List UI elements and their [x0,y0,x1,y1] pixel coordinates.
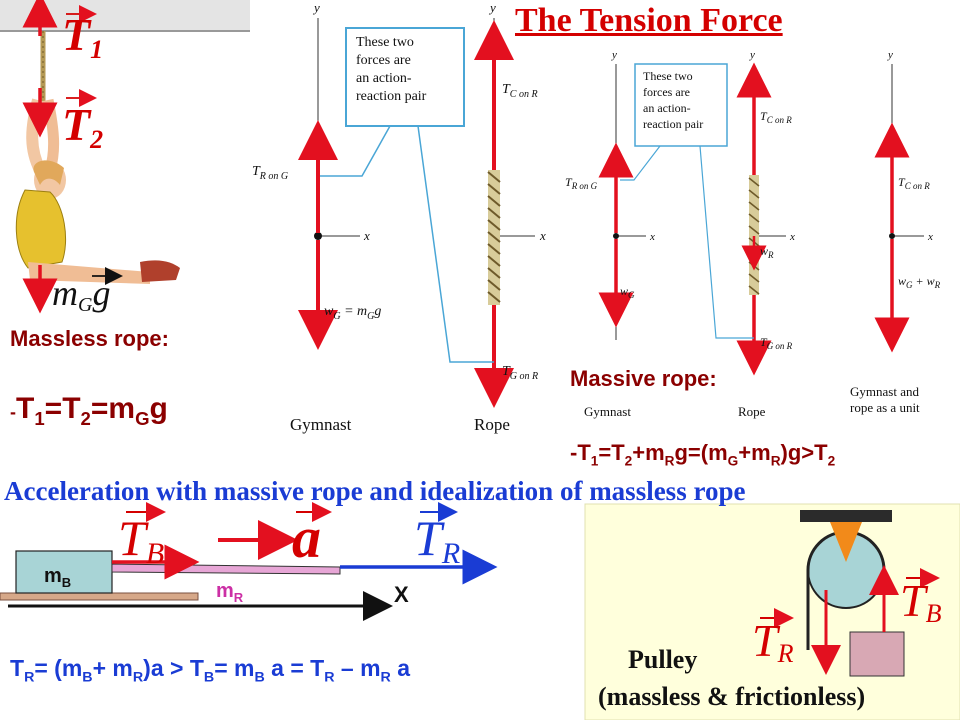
t1-label: T1 [62,9,103,64]
massless-equation: -T1=T2=mGg [10,392,168,429]
small-w-g-label: wG [620,284,635,300]
svg-text:wR: wR [760,244,774,260]
tension-equation: TR= (mB+ mR)a > TB= mB a = TR – mR a [10,655,411,686]
svg-text:forces are: forces are [643,85,690,99]
svg-text:an action-: an action- [643,101,691,115]
w-g-label: wG = mGg [324,304,381,322]
svg-text:x: x [789,231,795,243]
pulley-panel [584,503,960,720]
svg-text:y: y [488,0,496,15]
massive-equation: -T1=T2+mRg=(mG+mR)g>T2 [570,440,836,469]
t-c-on-r-label: TC on R [502,82,538,100]
massive-rope-label: Massive rope: [570,366,717,391]
tr-label: TR [414,510,460,570]
svg-text:y: y [312,0,320,15]
fbd-small: y x TR on G wG Gymnast y x TC on R wR TG… [565,49,941,419]
pulley-subtitle: (massless & frictionless) [598,682,866,711]
pulley-background [584,503,960,720]
table-surface [0,592,199,601]
svg-text:y: y [749,49,755,61]
svg-text:Rope: Rope [738,404,766,419]
ceiling [0,0,250,30]
callout-box-large [345,27,465,127]
svg-text:Gymnast: Gymnast [584,404,631,419]
svg-text:y: y [887,49,893,61]
small-t-r-on-g-label: TR on G [565,175,598,191]
t-r-on-g-label: TR on G [252,164,288,182]
t-g-on-r-label: TG on R [502,364,538,382]
weight-label: mGg [52,273,110,316]
mr-label: mR [216,580,244,605]
svg-text:forces are: forces are [356,53,411,68]
svg-text:TG on R: TG on R [760,335,793,351]
fbd-large: y x TR on G wG = mGg Gymnast y x TC on R… [252,0,546,434]
svg-text:TC on R: TC on R [760,109,792,125]
gymnast-force-arrows [22,0,123,314]
svg-text:rope as a unit: rope as a unit [850,400,920,415]
block-mb [15,550,113,594]
pulley-tb-label: TB [900,575,942,628]
x-axis-label: X [394,582,409,607]
massless-rope-label: Massless rope: [10,326,169,351]
pulley-mount [800,510,892,522]
hanging-block [849,631,905,677]
svg-text:x: x [649,231,655,243]
svg-text:x: x [539,228,546,243]
svg-text:These two: These two [356,35,414,50]
svg-text:y: y [611,49,617,61]
pulley-bracket [830,522,862,562]
svg-text:an action-: an action- [356,71,412,86]
gymnast-illustration [0,0,250,284]
svg-text:wG + wR: wG + wR [898,274,941,290]
acceleration-heading: Acceleration with massive rope and ideal… [4,476,746,506]
pulley-tr-label: TR [752,615,794,668]
t2-label: T2 [62,99,103,154]
pulley-title: Pulley [628,645,698,674]
svg-text:reaction pair: reaction pair [356,89,427,104]
svg-text:x: x [363,228,370,243]
rope-caption: Rope [474,415,510,434]
svg-text:Gymnast and: Gymnast and [850,384,919,399]
gymnast-caption: Gymnast [290,415,352,434]
svg-text:TC on R: TC on R [898,175,930,191]
tb-label: TB [118,510,164,570]
page-title: The Tension Force [515,2,783,39]
acceleration-diagram [0,502,498,621]
svg-text:x: x [927,231,933,243]
a-label: a [292,505,321,570]
mb-label: mB [44,565,71,590]
svg-text:These two: These two [643,69,693,83]
rope-segment-large [487,170,501,305]
svg-text:reaction pair: reaction pair [643,117,703,131]
